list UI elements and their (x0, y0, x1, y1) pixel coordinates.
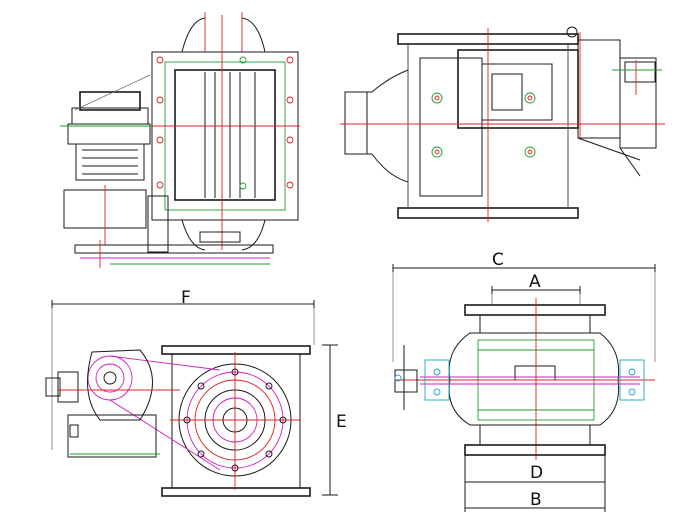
dimension-label-e: E (336, 412, 347, 432)
dimension-label-c: C (492, 250, 504, 270)
dimension-label-a: A (529, 272, 541, 292)
dimension-label-d: D (530, 463, 543, 483)
view-top-left-side (60, 12, 300, 268)
view-bottom-left-front (45, 300, 338, 497)
view-top-right-side (340, 26, 665, 222)
dimension-label-b: B (530, 490, 542, 510)
view-bottom-right-top (392, 264, 656, 512)
dimension-label-f: F (181, 288, 191, 308)
